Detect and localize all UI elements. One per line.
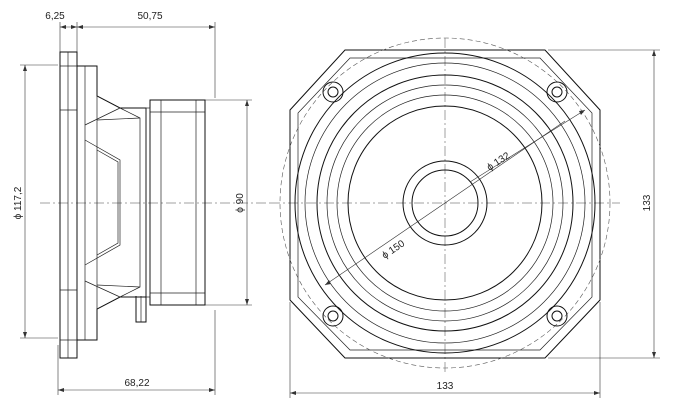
dim-label-6-25: 6,25 <box>45 11 65 22</box>
front-frame <box>289 49 601 359</box>
dust-cap-outer <box>402 160 488 246</box>
mounting-hole-top-right <box>546 81 568 103</box>
magnet-assembly <box>149 99 206 306</box>
dim-label-50-75: 50,75 <box>137 11 162 22</box>
surround-inner-ring <box>316 74 574 332</box>
dim-label-height: 133 <box>642 194 653 211</box>
dim-line-132 <box>469 109 586 183</box>
front-view: ϕ 132 ϕ 150 133 133 <box>270 37 660 398</box>
dim-label-outer-diameter: ϕ 150 <box>380 238 407 261</box>
surround-outer-ring <box>294 52 596 354</box>
cone-edge <box>347 105 543 301</box>
dim-label-width: 133 <box>437 381 454 392</box>
dust-cap-inner <box>411 169 479 237</box>
dim-label-inner-diameter: ϕ 132 <box>485 150 512 173</box>
mounting-hole-top-left <box>322 81 344 103</box>
side-view: 6,25 50,75 68,22 ϕ 117,2 ϕ 90 <box>13 11 270 395</box>
dim-label-frame-diameter: ϕ 117,2 <box>13 186 24 219</box>
dim-label-68-22: 68,22 <box>124 378 149 389</box>
mounting-hole-bottom-left <box>322 305 344 327</box>
mounting-flange <box>59 51 78 359</box>
dim-label-magnet-diameter: ϕ 90 <box>235 193 246 213</box>
dim-line-150 <box>324 120 566 286</box>
mounting-hole-bottom-right <box>546 305 568 327</box>
